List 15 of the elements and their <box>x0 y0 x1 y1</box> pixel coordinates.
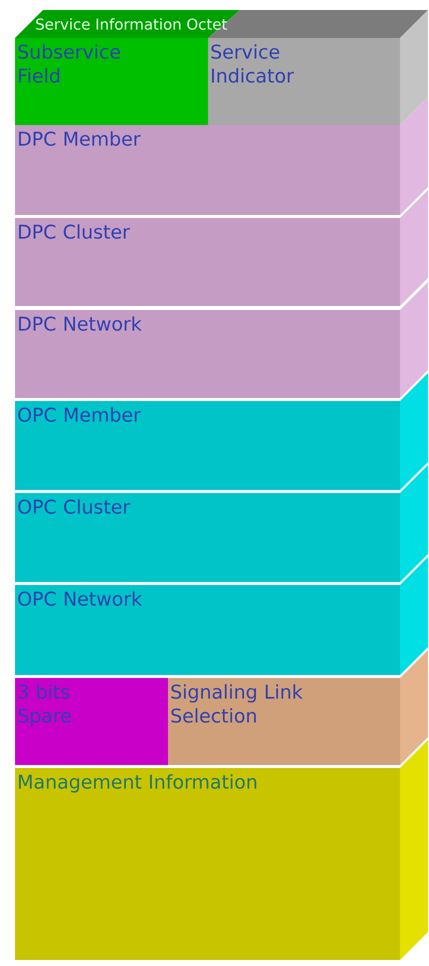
field-block: Subservice Field <box>15 38 208 125</box>
field-block: 3 bits Spare <box>15 678 168 765</box>
node-label: DPC Network <box>19 316 142 331</box>
field-block: OPC Network <box>15 557 428 675</box>
field-block: DPC Cluster <box>15 190 428 306</box>
field-block: Management Information <box>15 740 428 960</box>
field-block: DPC Member <box>15 97 428 215</box>
field-block: OPC Member <box>15 373 428 490</box>
field-block: Signaling Link Selection <box>168 650 428 765</box>
field-block: OPC Cluster <box>15 465 428 582</box>
node-label: DPC Cluster <box>19 224 130 239</box>
node-label: OPC Network <box>18 591 142 606</box>
node-label: OPC Cluster <box>18 499 130 514</box>
field-block: Service Indicator <box>208 38 400 125</box>
field-block: DPC Network <box>15 282 428 398</box>
